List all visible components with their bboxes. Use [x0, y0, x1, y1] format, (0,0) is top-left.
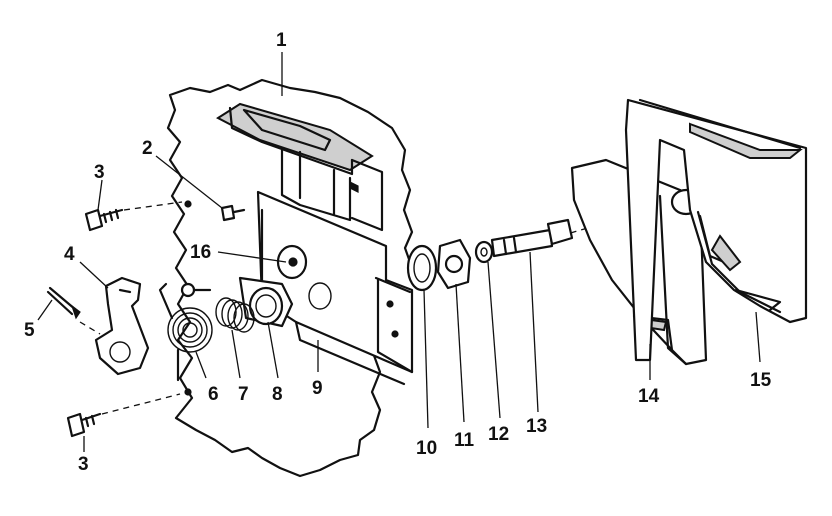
callout-16: 16 — [190, 242, 211, 263]
part-13-bolt — [490, 218, 574, 258]
part-2-screw — [220, 204, 246, 222]
part-5-pin — [46, 286, 81, 320]
part-7-small-spring — [215, 297, 255, 333]
hole-lower — [184, 388, 192, 396]
hole-upper — [184, 200, 192, 208]
callout-2: 2 — [142, 138, 153, 159]
part-1-top-bracket — [216, 102, 384, 232]
torn-panel-outline — [166, 78, 414, 478]
callout-11: 11 — [454, 430, 475, 451]
small-screw — [180, 282, 212, 298]
part-16-pivot-pin — [276, 244, 308, 280]
part-12-washer — [474, 240, 494, 264]
assembly-line-pin — [79, 321, 101, 335]
callout-8: 8 — [272, 384, 283, 405]
callout-3-lower: 3 — [78, 454, 89, 475]
callout-1: 1 — [276, 30, 287, 51]
assembly-line-upper — [123, 201, 183, 211]
leader-lines — [37, 52, 761, 452]
part-10-gasket — [406, 244, 438, 292]
part-11-nut-plate — [436, 238, 472, 290]
callout-13: 13 — [526, 416, 547, 437]
part-15-housing — [624, 98, 808, 362]
part-6-torsion-spring — [158, 282, 213, 382]
part-3-screw-upper — [84, 208, 124, 232]
callout-14: 14 — [638, 386, 660, 407]
callout-9: 9 — [312, 378, 323, 399]
part-3-screw-lower — [66, 412, 102, 438]
assembly-line-lower — [101, 393, 181, 415]
callout-7: 7 — [238, 384, 249, 405]
callout-10: 10 — [416, 438, 437, 459]
callout-15: 15 — [750, 370, 772, 391]
callout-12: 12 — [488, 424, 509, 445]
callout-3-upper: 3 — [94, 162, 105, 183]
callout-5: 5 — [24, 320, 35, 341]
callout-6: 6 — [208, 384, 219, 405]
callout-4: 4 — [64, 244, 75, 265]
part-4-latch — [94, 276, 150, 376]
